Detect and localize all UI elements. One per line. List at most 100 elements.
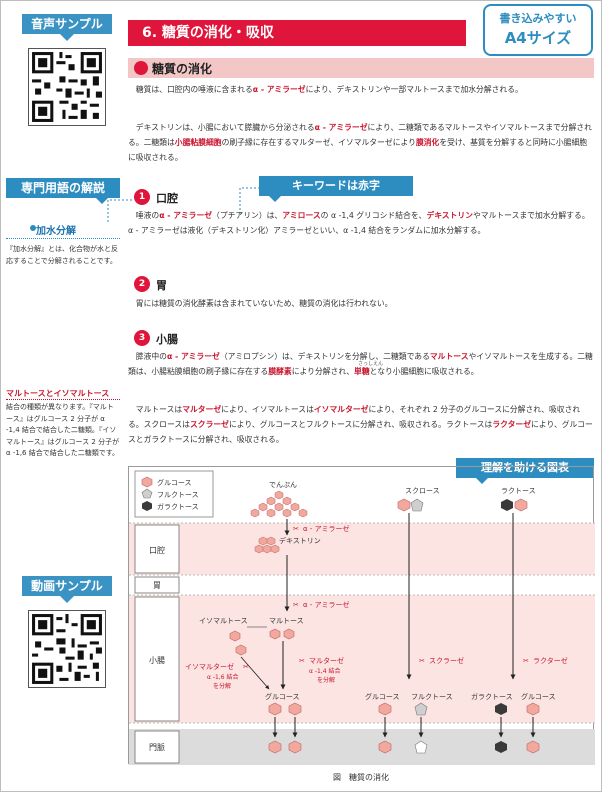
legend-glucose: グルコース xyxy=(157,478,192,487)
absorption-arrows xyxy=(272,717,536,738)
a4-badge: 書き込みやすい A4サイズ xyxy=(483,4,593,56)
label-glucose-3: グルコース xyxy=(521,692,556,701)
starch-molecules xyxy=(250,490,308,518)
page-title: 6. 糖質の消化・吸収 xyxy=(128,20,466,46)
label-dextrin: デキストリン xyxy=(279,536,321,545)
label-maltase-note1: α -1,4 結合 xyxy=(309,667,340,675)
lactose-glucose-icon xyxy=(514,498,528,512)
portal-fructose-icon xyxy=(414,740,428,754)
row-stomach: 胃 xyxy=(153,581,161,590)
label-glucose-1: グルコース xyxy=(265,692,300,701)
label-maltase: マルターゼ xyxy=(309,656,344,665)
row-mouth: 口腔 xyxy=(149,545,165,555)
row-box-mouth xyxy=(134,524,180,574)
maltose-glucose-b-icon xyxy=(283,628,295,640)
term-maltose-word: マルトースとイソマルトース xyxy=(6,388,120,400)
step-3-text-2: マルトースはマルターゼにより、イソマルトースはイソマルターゼにより、それぞれ 2… xyxy=(128,405,593,444)
intro-paragraph-1: 糖質は、口腔内の唾液に含まれるα - アミラーゼにより、デキストリンや一部マルト… xyxy=(128,85,523,94)
label-maltose: マルトース xyxy=(269,617,304,625)
row-box-portal xyxy=(134,730,180,764)
label-lactose: ラクトース xyxy=(501,487,536,495)
portal-galactose-icon xyxy=(495,741,507,753)
product-galactose-icon xyxy=(495,703,507,715)
row-intestine: 小腸 xyxy=(149,656,165,665)
step-2-text: 胃には糖質の消化酵素は含まれていないため、糖質の消化は行われない。 xyxy=(128,299,393,308)
term-divider xyxy=(6,238,120,239)
digestion-diagram-svg: 口腔 胃 小腸 門脈 グルコース フルクトース ガラクトース でんぷん スクロー… xyxy=(129,470,595,765)
keyword-connector-line xyxy=(239,187,260,214)
scissors-icon: ✂ xyxy=(293,525,299,533)
badge-line2: A4サイズ xyxy=(504,29,572,47)
row-box-stomach xyxy=(134,576,180,594)
terms-header: 専門用語の解説 xyxy=(6,178,120,204)
label-galactose: ガラクトース xyxy=(471,692,513,701)
scissors-icon: ✂ xyxy=(299,657,305,665)
label-sucrose: スクロース xyxy=(405,487,440,495)
term-hydrolysis-word: 加水分解 xyxy=(36,226,76,237)
band-portal xyxy=(129,729,595,765)
label-lactase: ラクターゼ xyxy=(533,656,568,665)
legend-fructose: フルクトース xyxy=(157,491,199,499)
digestion-diagram: 口腔 胃 小腸 門脈 グルコース フルクトース ガラクトース でんぷん スクロー… xyxy=(128,466,595,765)
scissors-icon: ✂ xyxy=(243,663,249,671)
section-bullet-icon xyxy=(134,61,148,75)
label-amylase-2: α - アミラーゼ xyxy=(303,600,349,609)
portal-glucose-2-icon xyxy=(288,740,302,754)
portal-glucose-4-icon xyxy=(526,740,540,754)
label-maltase-note2: を分解 xyxy=(317,676,335,684)
portal-glucose-1-icon xyxy=(268,740,282,754)
lactose-galactose-icon xyxy=(501,499,513,511)
step-3-text: 膵液中のα - アミラーゼ（アミロプシン）は、デキストリンを分解し、二糖類である… xyxy=(128,352,593,376)
product-glucose-3-icon xyxy=(378,702,392,716)
section-title: 糖質の消化 xyxy=(152,62,213,76)
step-1-text: 唾液のα - アミラーゼ（プチアリン）は、アミロースの α -1,4 グリコシド… xyxy=(128,211,590,235)
section-bar xyxy=(128,58,594,78)
product-glucose-4-icon xyxy=(526,702,540,716)
legend-glucose-icon xyxy=(141,476,153,488)
row-box-intestine xyxy=(134,596,180,722)
term-hydrolysis-text: 『加水分解』とは、化合物が水と反応することで分解されることです。 xyxy=(6,245,118,265)
term-maltose-text: 結合の種類が異なります。『マルトース』はグルコース 2 分子が α -1,4 結… xyxy=(6,403,120,457)
label-isomaltase: イソマルターゼ xyxy=(185,662,234,671)
label-fructose: フルクトース xyxy=(411,693,453,701)
band-intestine xyxy=(129,595,595,723)
band-stomach xyxy=(129,575,595,595)
label-isomaltase-note1: α -1,6 結合 xyxy=(207,673,238,681)
label-isomaltose: イソマルトース xyxy=(199,617,248,625)
label-sucrase: スクラーゼ xyxy=(429,656,464,665)
isomaltose-glucose-a-icon xyxy=(229,630,241,642)
sucrose-glucose-icon xyxy=(397,498,411,512)
label-amylase-1: α - アミラーゼ xyxy=(303,524,349,533)
band-mouth xyxy=(129,523,595,575)
dextrin-molecules xyxy=(254,536,280,554)
maltose-glucose-a-icon xyxy=(269,628,281,640)
scissors-icon: ✂ xyxy=(523,657,529,665)
qr-pattern-icon xyxy=(29,611,105,687)
scissors-icon: ✂ xyxy=(419,657,425,665)
sucrose-fructose-icon xyxy=(410,498,424,512)
row-portal: 門脈 xyxy=(149,742,165,752)
legend-fructose-icon xyxy=(141,488,153,499)
legend-galactose-icon xyxy=(142,501,152,511)
figure-callout: 理解を助ける図表 xyxy=(456,458,594,484)
video-qr-code[interactable] xyxy=(28,610,106,688)
figure-caption: 図 糖質の消化 xyxy=(333,773,389,782)
video-sample-label: 動画サンプル xyxy=(22,576,112,603)
label-glucose-2: グルコース xyxy=(365,692,400,701)
isomaltose-glucose-b-icon xyxy=(235,644,247,656)
term-connector-line xyxy=(107,199,132,224)
arrow-isomaltose-glucose xyxy=(240,656,270,690)
audio-qr-code[interactable] xyxy=(28,48,106,126)
keyword-callout: キーワードは赤字 xyxy=(259,176,413,202)
step-3-title: 小腸 xyxy=(156,333,178,346)
scissors-icon: ✂ xyxy=(293,601,299,609)
step-3-number: 3 xyxy=(134,330,150,346)
badge-line1: 書き込みやすい xyxy=(499,12,577,25)
step-1-number: 1 xyxy=(134,189,150,205)
product-glucose-2-icon xyxy=(288,702,302,716)
intro-paragraph-2: デキストリンは、小腸において膵臓から分泌されるα - アミラーゼにより、二糖類で… xyxy=(128,123,592,162)
label-isomaltase-note2: を分解 xyxy=(213,682,231,690)
step-2-title: 胃 xyxy=(156,279,167,292)
step-2-number: 2 xyxy=(134,276,150,292)
product-fructose-icon xyxy=(414,702,428,716)
